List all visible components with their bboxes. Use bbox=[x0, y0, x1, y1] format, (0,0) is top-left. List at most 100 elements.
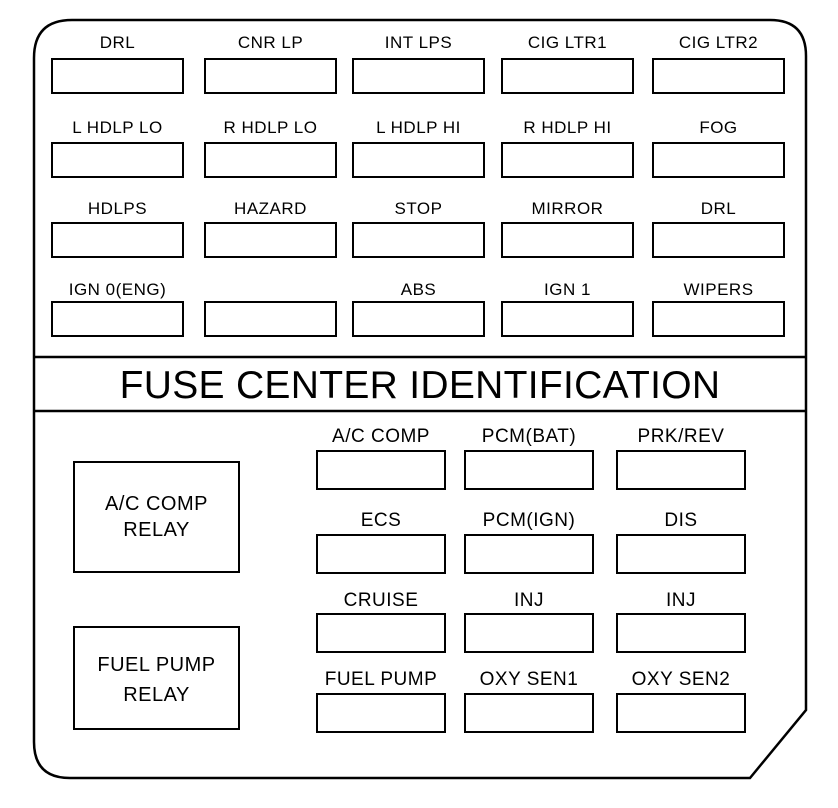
relay-box bbox=[73, 626, 240, 730]
fuse-label: DRL bbox=[701, 199, 737, 218]
fuse-box bbox=[51, 301, 184, 337]
fuse-slot: WIPERS bbox=[652, 280, 785, 337]
fuse-label: L HDLP HI bbox=[376, 118, 461, 137]
fuse-label: L HDLP LO bbox=[72, 118, 163, 137]
fuse-box bbox=[501, 222, 634, 258]
fuse-box bbox=[464, 613, 594, 653]
fuse-slot: ECS bbox=[316, 510, 446, 574]
fuse-slot: INJ bbox=[616, 590, 746, 653]
relay-label: RELAY bbox=[123, 519, 190, 541]
top-fuse-grid: DRL CNR LP INT LPS CIG LTR1 CIG LTR2 L HDLP L… bbox=[51, 33, 785, 337]
fuse-slot: IGN 0(ENG) bbox=[51, 280, 184, 337]
fuse-label: WIPERS bbox=[683, 280, 753, 299]
fuse-box bbox=[501, 58, 634, 94]
fuse-label: CIG LTR2 bbox=[679, 33, 758, 52]
fuse-slot: L HDLP LO bbox=[51, 118, 184, 178]
fuse-slot: CIG LTR2 bbox=[652, 33, 785, 94]
fuse-label: INJ bbox=[666, 590, 696, 611]
fuse-box bbox=[616, 534, 746, 574]
fuse-label: DIS bbox=[664, 510, 697, 531]
fuse-slot: FUEL PUMP bbox=[316, 669, 446, 733]
fuse-slot: FOG bbox=[652, 118, 785, 178]
relay-label: FUEL PUMP bbox=[97, 654, 215, 676]
fuse-box bbox=[51, 222, 184, 258]
fuse-slot bbox=[204, 301, 337, 337]
fuse-label: ABS bbox=[401, 280, 437, 299]
fuse-box bbox=[616, 693, 746, 733]
relay-box bbox=[73, 461, 240, 573]
fuse-label: FUEL PUMP bbox=[325, 669, 438, 690]
fuse-slot: DRL bbox=[51, 33, 184, 94]
fuse-box bbox=[652, 142, 785, 178]
fuse-box bbox=[652, 222, 785, 258]
fuse-label: PRK/REV bbox=[638, 426, 725, 447]
fuse-box bbox=[464, 450, 594, 490]
fuse-box bbox=[352, 301, 485, 337]
fuse-label: PCM(BAT) bbox=[482, 426, 576, 447]
fuse-label: ECS bbox=[361, 510, 402, 531]
fuse-label: R HDLP HI bbox=[523, 118, 611, 137]
fuse-slot: HAZARD bbox=[204, 199, 337, 258]
fuse-label: CNR LP bbox=[238, 33, 303, 52]
fuse-slot: R HDLP HI bbox=[501, 118, 634, 178]
fuse-box bbox=[616, 450, 746, 490]
fuse-slot: CIG LTR1 bbox=[501, 33, 634, 94]
fuse-slot: INJ bbox=[464, 590, 594, 653]
fuse-box bbox=[204, 222, 337, 258]
fuse-box bbox=[501, 301, 634, 337]
fuse-label: CRUISE bbox=[344, 590, 419, 611]
fuse-box bbox=[652, 301, 785, 337]
fuse-slot: INT LPS bbox=[352, 33, 485, 94]
fuse-box bbox=[464, 693, 594, 733]
fuse-label: MIRROR bbox=[532, 199, 604, 218]
fuse-slot: OXY SEN2 bbox=[616, 669, 746, 733]
fuse-label: FOG bbox=[699, 118, 737, 137]
fuse-slot: CNR LP bbox=[204, 33, 337, 94]
fuse-slot: DRL bbox=[652, 199, 785, 258]
fuse-box bbox=[316, 534, 446, 574]
fuse-box bbox=[51, 58, 184, 94]
fuse-label: DRL bbox=[100, 33, 136, 52]
fuse-slot: R HDLP LO bbox=[204, 118, 337, 178]
fuse-box bbox=[501, 142, 634, 178]
fuse-box bbox=[464, 534, 594, 574]
fuse-box bbox=[316, 450, 446, 490]
fuse-box-outline bbox=[32, 18, 808, 780]
bottom-fuse-grid: A/C COMP PCM(BAT) PRK/REV ECS PCM(IGN) DIS CRU… bbox=[316, 426, 746, 733]
fuse-slot: IGN 1 bbox=[501, 280, 634, 337]
fuse-box bbox=[316, 693, 446, 733]
diagram-title: FUSE CENTER IDENTIFICATION bbox=[120, 364, 721, 407]
relay: A/C COMP RELAY bbox=[73, 461, 240, 573]
fuse-label: IGN 1 bbox=[544, 280, 591, 299]
fuse-label: OXY SEN2 bbox=[632, 669, 731, 690]
fuse-box bbox=[352, 142, 485, 178]
fuse-label: R HDLP LO bbox=[224, 118, 318, 137]
fuse-slot: STOP bbox=[352, 199, 485, 258]
fuse-box bbox=[204, 301, 337, 337]
fuse-slot: DIS bbox=[616, 510, 746, 574]
fuse-box bbox=[316, 613, 446, 653]
fuse-box bbox=[204, 58, 337, 94]
fuse-label: HAZARD bbox=[234, 199, 307, 218]
fuse-slot: PCM(IGN) bbox=[464, 510, 594, 574]
fuse-label: HDLPS bbox=[88, 199, 147, 218]
fuse-label: INJ bbox=[514, 590, 544, 611]
fuse-label: A/C COMP bbox=[332, 426, 430, 447]
fuse-slot: A/C COMP bbox=[316, 426, 446, 490]
fuse-slot: L HDLP HI bbox=[352, 118, 485, 178]
fuse-slot: CRUISE bbox=[316, 590, 446, 653]
fuse-slot: PRK/REV bbox=[616, 426, 746, 490]
fuse-label: STOP bbox=[395, 199, 443, 218]
fuse-box bbox=[616, 613, 746, 653]
fuse-slot: HDLPS bbox=[51, 199, 184, 258]
fuse-slot: MIRROR bbox=[501, 199, 634, 258]
fuse-box bbox=[652, 58, 785, 94]
fuse-label: PCM(IGN) bbox=[483, 510, 576, 531]
fuse-label: CIG LTR1 bbox=[528, 33, 607, 52]
fuse-label: OXY SEN1 bbox=[480, 669, 579, 690]
relay-label: A/C COMP bbox=[105, 493, 208, 515]
fuse-box bbox=[51, 142, 184, 178]
